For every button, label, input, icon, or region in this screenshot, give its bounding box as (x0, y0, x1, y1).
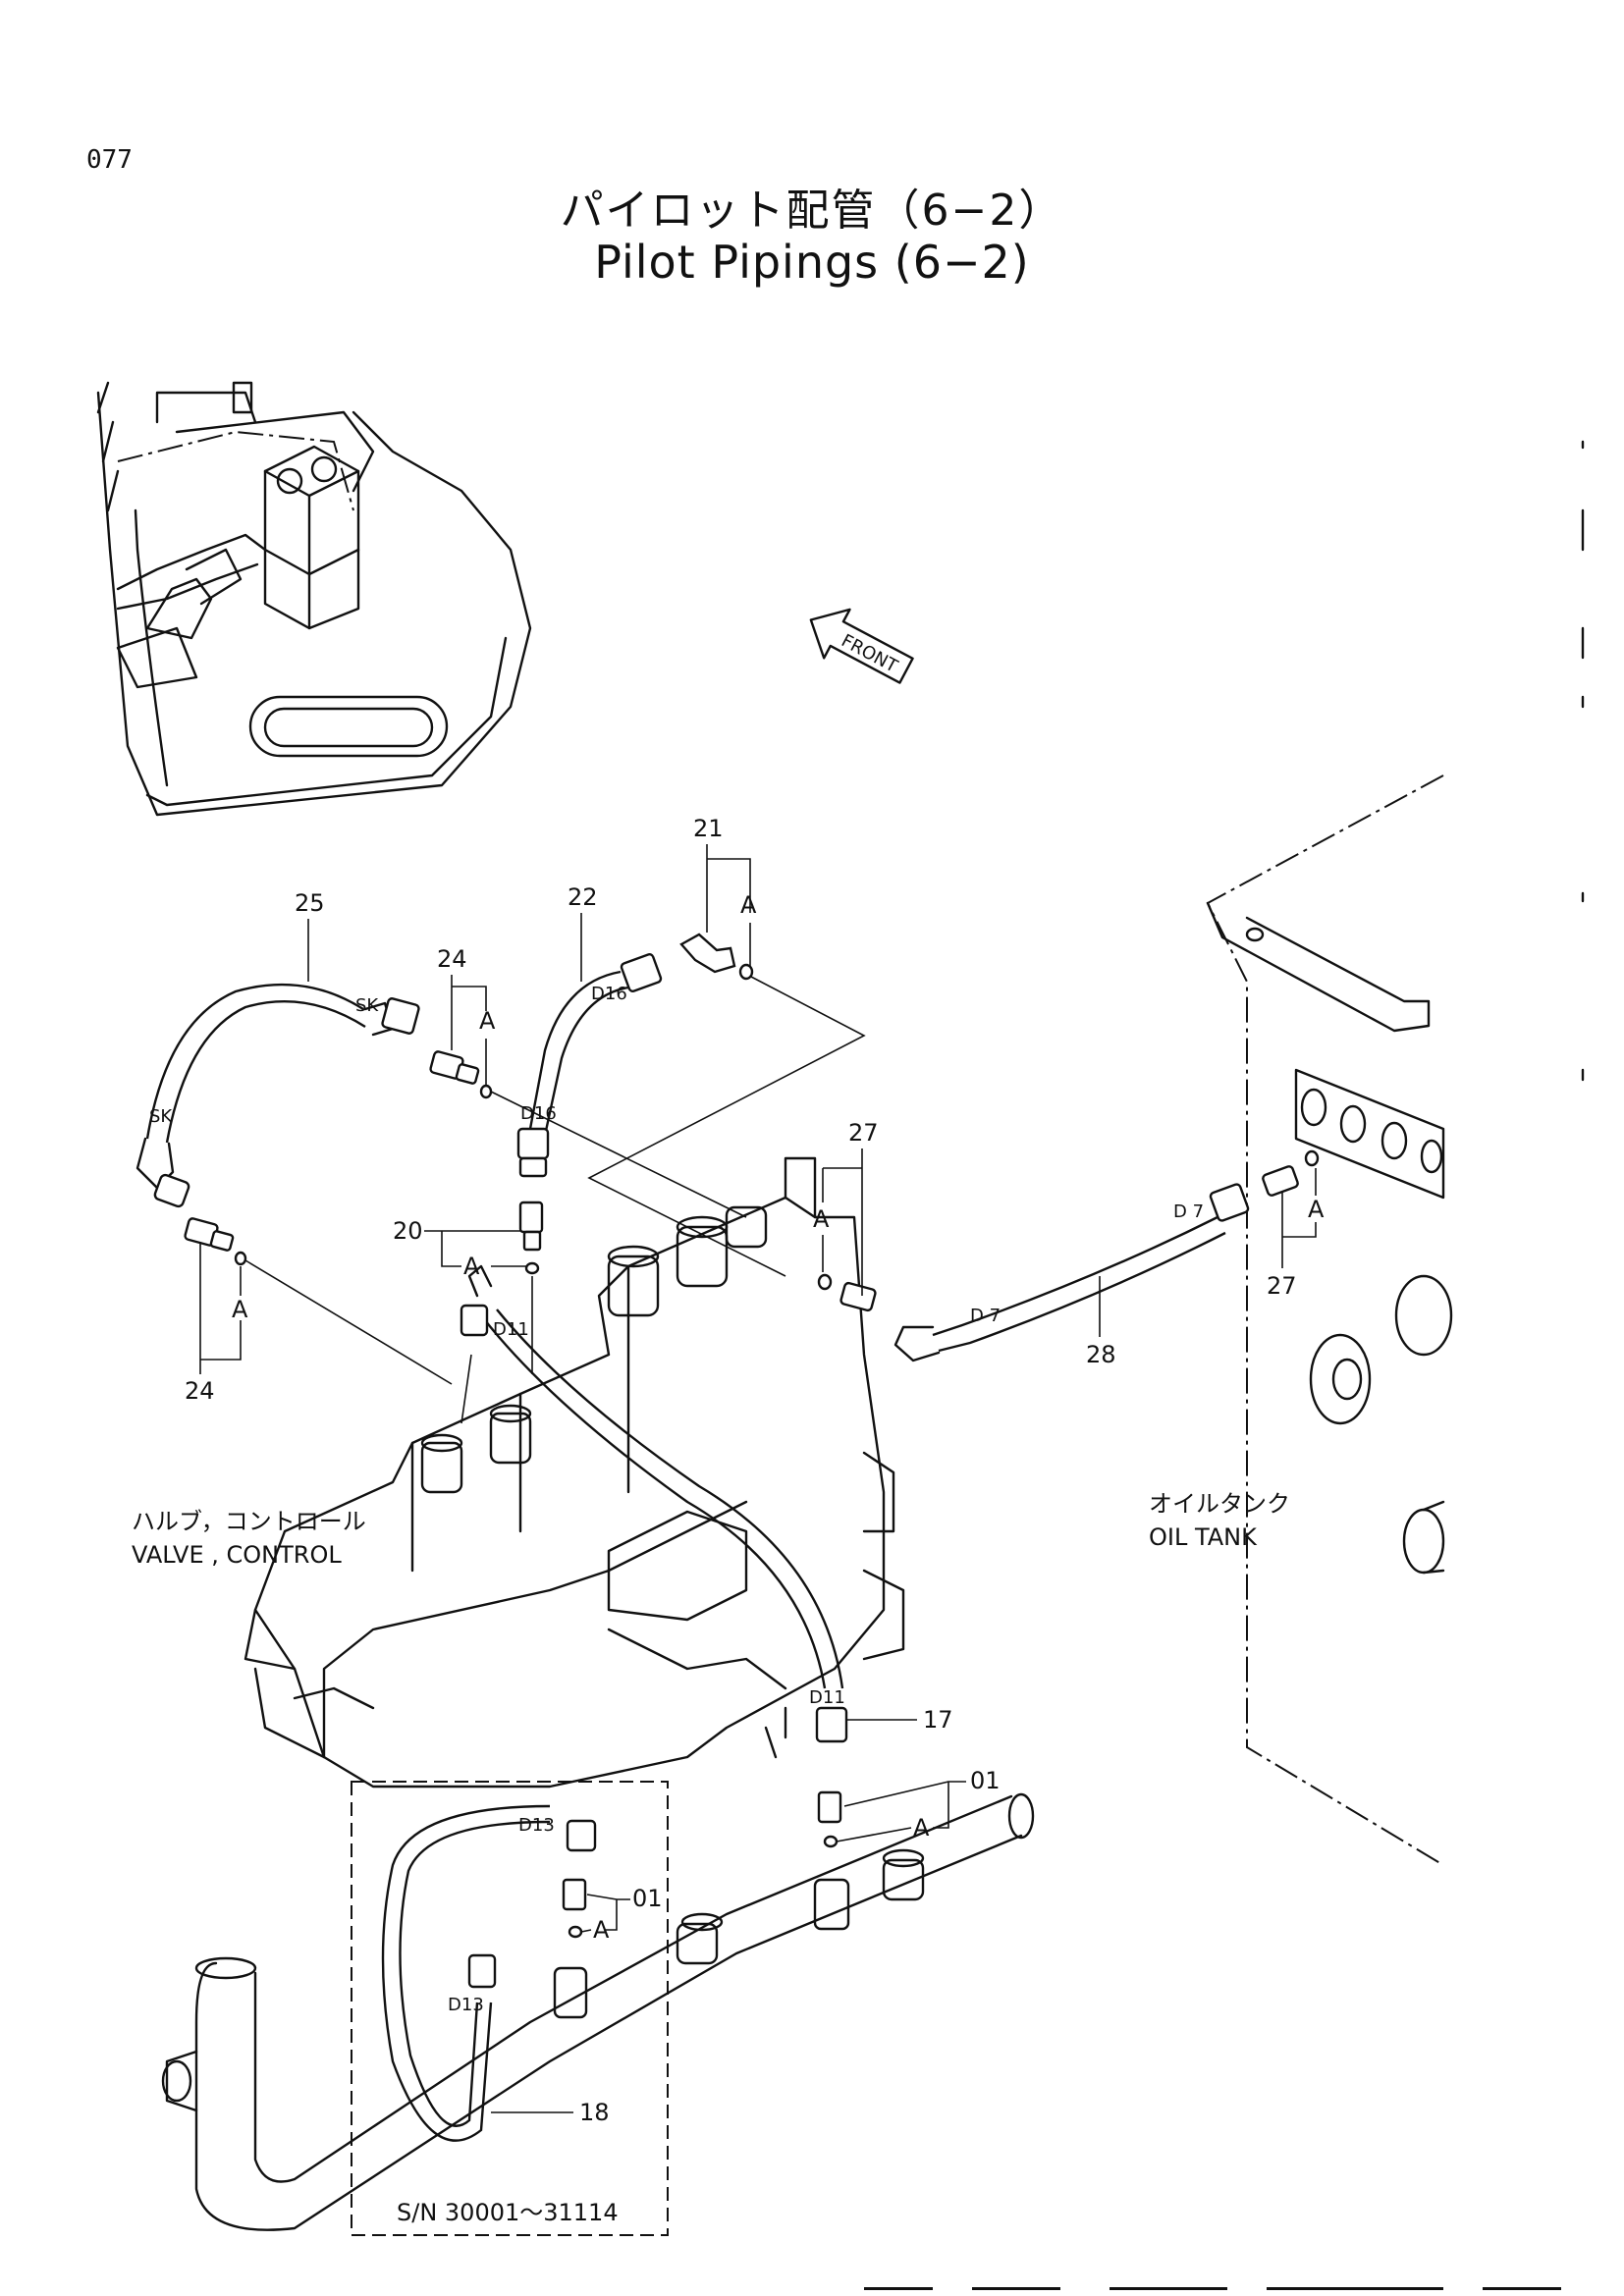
callouts: 21 A 22 25 24 A 24 A 20 A 27 A 27 A (151, 815, 1325, 2126)
fitting-24-lower (184, 1217, 247, 1266)
machine-upper-structure (96, 381, 532, 817)
hose-marking-d13-top: D13 (518, 1815, 555, 1836)
callout-25: 25 (295, 889, 325, 917)
tank-label-en: OIL TANK (1149, 1523, 1258, 1551)
callout-17: 17 (923, 1706, 953, 1734)
hose-marking-sk-bottom: SK (149, 1106, 173, 1127)
fitting-01-lower (562, 1878, 587, 1939)
bracket-a-27-center: A (813, 1205, 830, 1233)
footer-rule-3 (1110, 2287, 1227, 2290)
page-number: 077 (86, 145, 133, 175)
callout-24-lower: 24 (185, 1377, 215, 1405)
callout-20: 20 (393, 1217, 423, 1245)
callout-01-lower: 01 (632, 1885, 663, 1912)
hose-17: D11 D11 (460, 1264, 848, 1743)
fitting-21-elbow (679, 933, 754, 981)
bracket-a-01-lower: A (593, 1916, 610, 1944)
hose-marking-d7-top: D 7 (1173, 1201, 1204, 1222)
valve-label-en: VALVE , CONTROL (132, 1541, 342, 1569)
valve-label-jp: ハルブ，コントロール (132, 1508, 366, 1535)
bracket-a-24-lower: A (232, 1296, 248, 1323)
hose-marking-d11-bottom: D11 (809, 1687, 845, 1708)
hose-22: D16 D16 (516, 953, 663, 1178)
callout-24-upper: 24 (437, 945, 467, 973)
serial-range-label: S/N 30001～31114 (397, 2199, 619, 2226)
footer-rule-4 (1267, 2287, 1443, 2290)
bracket-a-21: A (740, 891, 757, 919)
bracket-a-27-right: A (1308, 1196, 1325, 1223)
fitting-01-upper (817, 1790, 842, 1848)
hose-marking-d11-top: D11 (493, 1319, 529, 1340)
hose-marking-d16-top: D16 (591, 984, 627, 1004)
bracket-a-20: A (463, 1253, 480, 1280)
callout-21: 21 (693, 815, 724, 842)
footer-rule-1 (864, 2287, 933, 2290)
bracket-a-24-upper: A (479, 1007, 496, 1035)
callout-01-upper: 01 (970, 1767, 1001, 1794)
title-japanese: パイロット配管（6−2） (560, 186, 1064, 236)
oil-tank (1206, 774, 1453, 1866)
callout-22: 22 (568, 883, 598, 911)
front-direction-arrow: FRONT (809, 608, 914, 684)
fitting-27-right (1262, 1149, 1320, 1197)
footer-rule-5 (1483, 2287, 1561, 2290)
hose-28: D 7 D 7 (893, 1183, 1250, 1362)
hose-25: SK SK (135, 983, 420, 1208)
fitting-27-center (817, 1273, 877, 1312)
title-english: Pilot Pipings (6−2) (594, 236, 1030, 289)
tank-label-jp: オイルタンク (1149, 1490, 1290, 1518)
hose-marking-d7-bottom: D 7 (970, 1306, 1001, 1326)
callout-27-right: 27 (1267, 1272, 1297, 1300)
fitting-20 (518, 1201, 544, 1275)
hose-marking-d13-bottom: D13 (448, 1995, 484, 2015)
serial-range-box (351, 1781, 669, 2236)
hose-marking-sk-top: SK (355, 995, 379, 1016)
connection-guides (244, 976, 866, 1424)
control-valve (244, 1156, 905, 1789)
fitting-24-upper (429, 1050, 493, 1099)
callout-18: 18 (579, 2099, 610, 2126)
callout-28: 28 (1086, 1341, 1116, 1368)
footer-rule-2 (972, 2287, 1060, 2290)
lower-pipework (161, 1792, 1035, 2231)
bracket-a-extra: A (151, 1308, 168, 1336)
hose-18: D13 D13 (381, 1804, 597, 2142)
callout-27-center: 27 (848, 1119, 879, 1147)
bracket-a-01-upper: A (913, 1814, 930, 1842)
